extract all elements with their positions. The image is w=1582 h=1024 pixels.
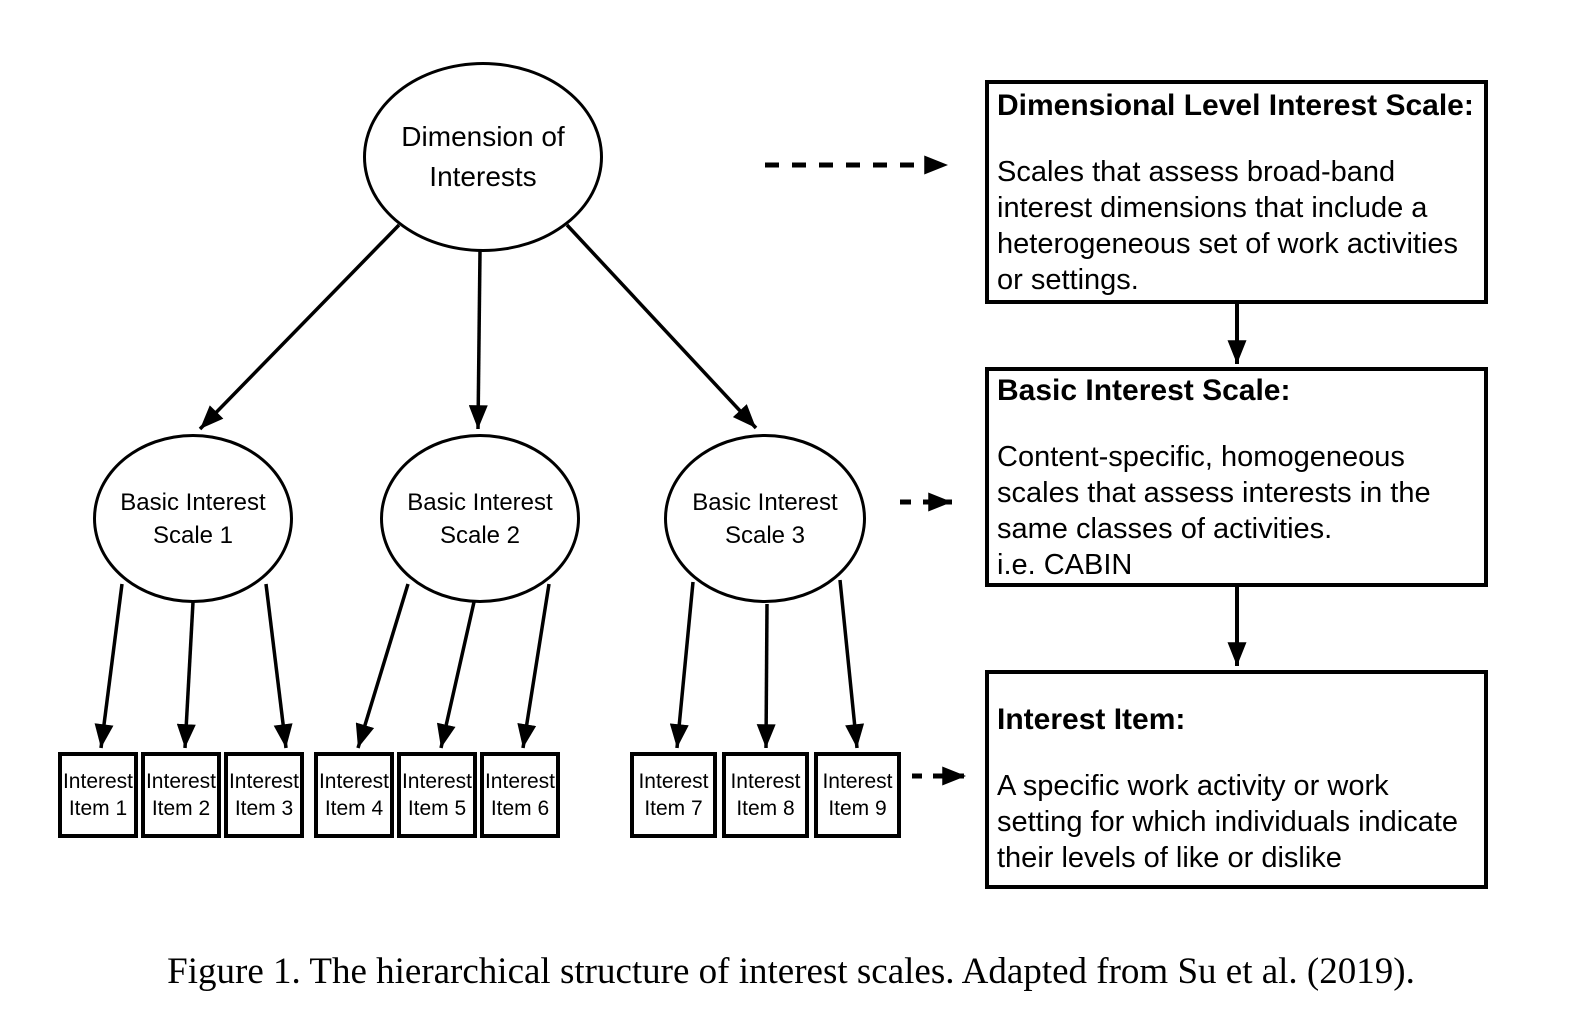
node-interest-item-2: Interest Item 2 [141, 752, 221, 838]
node-interest-item-7: Interest Item 7 [630, 752, 717, 838]
arrow-scale1-to-item2 [176, 601, 196, 749]
arrow-scale2-to-item6 [517, 583, 551, 749]
definition-box-dimensional-level-interest-scale: Dimensional Level Interest Scale: Scales… [985, 80, 1488, 304]
node-basic-interest-scale-1-label: Basic Interest Scale 1 [120, 488, 266, 549]
node-interest-item-7-label: Interest Item 7 [638, 770, 709, 820]
definition-title: Interest Item: [997, 703, 1186, 736]
node-interest-item-9-label: Interest Item 9 [822, 770, 893, 820]
node-basic-interest-scale-1: Basic Interest Scale 1 [93, 434, 293, 603]
definition-body: A specific work activity or work setting… [997, 770, 1459, 874]
node-interest-item-4-label: Interest Item 4 [318, 770, 390, 820]
node-interest-item-8-label: Interest Item 8 [730, 770, 801, 820]
node-interest-item-1: Interest Item 1 [58, 752, 138, 838]
arrow-scale1-to-item1 [94, 583, 124, 749]
node-interest-item-5-label: Interest Item 5 [401, 770, 473, 820]
arrow-scale3-to-item8 [756, 603, 776, 749]
node-interest-item-6: Interest Item 6 [480, 752, 560, 838]
arrow-root-to-scale1 [198, 223, 401, 431]
arrow-scale1-to-item3 [264, 583, 293, 749]
arrow-scale2-to-item5 [436, 601, 476, 749]
arrow-scale3-to-item9 [838, 579, 865, 749]
node-interest-item-3: Interest Item 3 [224, 752, 304, 838]
node-basic-interest-scale-2-label: Basic Interest Scale 2 [407, 488, 553, 549]
node-interest-item-6-label: Interest Item 6 [484, 770, 556, 820]
arrow-root-to-scale2 [468, 250, 488, 430]
node-dimension-of-interests-label: Dimension of Interests [401, 121, 565, 192]
arrow-scale3-to-item7 [669, 581, 695, 749]
definition-title: Dimensional Level Interest Scale: [997, 89, 1474, 122]
arrow-scale2-to-item4 [355, 583, 410, 749]
node-basic-interest-scale-3-label: Basic Interest Scale 3 [692, 488, 838, 549]
node-interest-item-4: Interest Item 4 [314, 752, 394, 838]
definition-title: Basic Interest Scale: [997, 374, 1291, 407]
node-interest-item-9: Interest Item 9 [814, 752, 901, 838]
node-dimension-of-interests: Dimension of Interests [363, 62, 603, 252]
node-interest-item-1-label: Interest Item 1 [62, 770, 134, 820]
node-interest-item-2-label: Interest Item 2 [145, 770, 217, 820]
definition-body: Scales that assess broad-band interest d… [997, 156, 1459, 296]
node-interest-item-3-label: Interest Item 3 [228, 770, 300, 820]
arrow-root-to-scale3 [565, 223, 758, 430]
node-basic-interest-scale-2: Basic Interest Scale 2 [380, 434, 580, 603]
node-basic-interest-scale-3: Basic Interest Scale 3 [664, 434, 866, 603]
definition-body: Content-specific, homogeneous scales tha… [997, 441, 1431, 581]
node-interest-item-8: Interest Item 8 [722, 752, 809, 838]
definition-box-basic-interest-scale: Basic Interest Scale: Content-specific, … [985, 367, 1488, 587]
definition-box-interest-item: Interest Item: A specific work activity … [985, 670, 1488, 889]
node-interest-item-5: Interest Item 5 [397, 752, 477, 838]
figure-caption: Figure 1. The hierarchical structure of … [167, 951, 1415, 992]
